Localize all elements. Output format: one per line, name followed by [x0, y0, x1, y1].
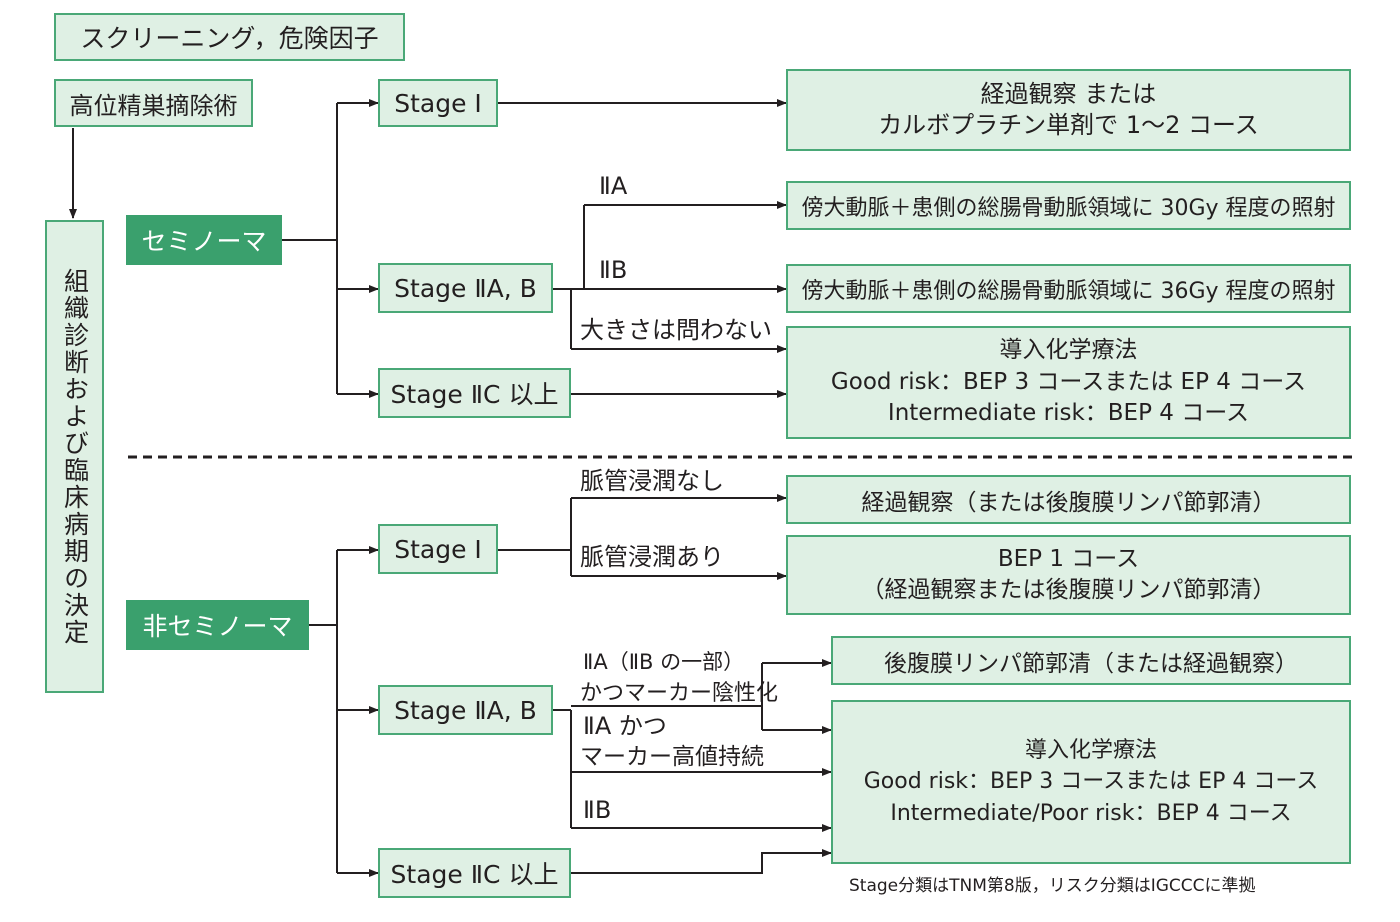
ns-label-2a-high-line1: ⅡA かつ: [583, 712, 667, 740]
sem-stage2c-text: Stage ⅡC 以上: [390, 380, 559, 409]
orchiectomy-text: 高位精巣摘除術: [69, 91, 238, 120]
ns-stage2c-box: Stage ⅡC 以上: [378, 848, 571, 898]
footnote: Stage分類はTNM第8版，リスク分類はIGCCCに準拠: [849, 876, 1256, 896]
ns-stage1-branch: [498, 498, 572, 576]
ns-label-2b: ⅡB: [583, 796, 612, 824]
sem-label-any-size: 大きさは問わない: [580, 316, 772, 344]
sem-2b-outcome-box: 傍大動脈＋患側の総腸骨動脈領域に 36Gy 程度の照射: [786, 264, 1351, 313]
ns-label-invasion: 脈管浸潤あり: [580, 543, 724, 571]
ns-observe-box: 経過観察（または後腹膜リンパ節郭清）: [786, 475, 1351, 524]
nonseminoma-trunk: [309, 550, 338, 873]
ns-chemo-good-risk: Good risk：BEP 3 コースまたは EP 4 コース: [863, 769, 1319, 795]
ns-bep1-line2: （経過観察または後腹膜リンパ節郭清）: [861, 577, 1276, 603]
seminoma-trunk: [282, 103, 338, 394]
nonseminoma-title: 非セミノーマ: [142, 612, 293, 641]
sem-stage1-outcome-box: 経過観察 または カルボプラチン単剤で 1～2 コース: [786, 69, 1351, 151]
sem-label-2a: ⅡA: [599, 172, 628, 200]
ns-rplnd-text: 後腹膜リンパ節郭清（または経過観察）: [884, 650, 1298, 677]
sem-stage1-outcome-line1: 経過観察 または: [980, 79, 1157, 108]
sem-chemo-good-risk: Good risk：BEP 3 コースまたは EP 4 コース: [830, 368, 1307, 395]
ns-chemo-box: 導入化学療法 Good risk：BEP 3 コースまたは EP 4 コース I…: [831, 700, 1351, 864]
sem-stage2ab-box: Stage ⅡA, B: [378, 263, 553, 313]
sem-2b-outcome-text: 傍大動脈＋患側の総腸骨動脈領域に 36Gy 程度の照射: [801, 278, 1336, 304]
diagnosis-box: 組織診断および臨床病期の決定: [45, 220, 104, 693]
sem-stage1-outcome-line2: カルボプラチン単剤で 1～2 コース: [878, 111, 1259, 139]
ns-chemo-intermediate-poor-risk: Intermediate/Poor risk：BEP 4 コース: [890, 800, 1292, 826]
sem-label-2b: ⅡB: [599, 256, 628, 284]
ns-stage1-text: Stage Ⅰ: [394, 534, 482, 564]
ns-stage2ab-branch: [553, 705, 762, 828]
sem-chemo-title: 導入化学療法: [999, 336, 1138, 363]
screening-text: スクリーニング，危険因子: [80, 24, 379, 53]
ns-label-2a-high-line2: マーカー高値持続: [580, 744, 764, 770]
ns-observe-text: 経過観察（または後腹膜リンパ節郭清）: [861, 489, 1276, 516]
nonseminoma-box: 非セミノーマ: [126, 600, 309, 650]
ns-bep1-box: BEP 1 コース （経過観察または後腹膜リンパ節郭清）: [786, 535, 1351, 615]
orchiectomy-box: 高位精巣摘除術: [54, 79, 253, 127]
seminoma-box: セミノーマ: [126, 215, 282, 265]
ns-stage2c-text: Stage ⅡC 以上: [390, 860, 559, 889]
sem-2a-outcome-text: 傍大動脈＋患側の総腸骨動脈領域に 30Gy 程度の照射: [801, 195, 1336, 221]
ns-label-2a-partial-line2: かつマーカー陰性化: [580, 681, 779, 706]
ns-bep1-line1: BEP 1 コース: [997, 545, 1140, 572]
sem-chemo-intermediate-risk: Intermediate risk：BEP 4 コース: [887, 400, 1250, 427]
ns-stage2ab-box: Stage ⅡA, B: [378, 685, 553, 735]
seminoma-title: セミノーマ: [141, 227, 267, 256]
sem-2a-outcome-box: 傍大動脈＋患側の総腸骨動脈領域に 30Gy 程度の照射: [786, 181, 1351, 230]
sem-stage2c-box: Stage ⅡC 以上: [378, 368, 571, 418]
sem-chemo-box: 導入化学療法 Good risk：BEP 3 コースまたは EP 4 コース I…: [786, 326, 1351, 439]
sem-stage1-box: Stage Ⅰ: [378, 79, 498, 127]
diagnosis-text: 組織診断および臨床病期の決定: [60, 267, 90, 646]
sem-stage2ab-branch: [553, 205, 585, 290]
arrow-ns-stage2c-outcome: [571, 849, 832, 874]
ns-chemo-title: 導入化学療法: [1024, 738, 1157, 764]
ns-stage1-box: Stage Ⅰ: [378, 524, 498, 574]
sem-stage2ab-text: Stage ⅡA, B: [394, 273, 537, 303]
sem-stage1-text: Stage Ⅰ: [394, 88, 482, 118]
ns-rplnd-box: 後腹膜リンパ節郭清（または経過観察）: [831, 636, 1351, 685]
screening-box: スクリーニング，危険因子: [54, 13, 405, 61]
ns-label-no-invasion: 脈管浸潤なし: [580, 467, 724, 495]
ns-label-2a-partial-line1: ⅡA（ⅡB の一部）: [583, 650, 745, 674]
ns-stage2ab-text: Stage ⅡA, B: [394, 695, 537, 725]
